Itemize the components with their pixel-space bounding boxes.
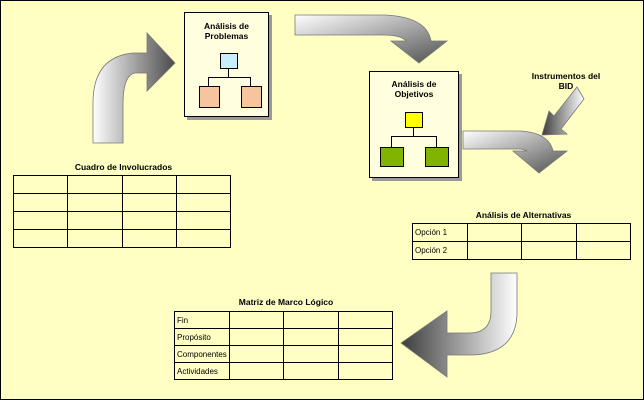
analisis-problemas-box: Análisis de Problemas: [184, 12, 269, 117]
cuadro-involucrados-title: Cuadro de Involucrados: [74, 162, 173, 172]
table-cell: [283, 311, 339, 329]
problem-tree-left-node: [199, 86, 220, 108]
objective-tree-top-node: [405, 112, 423, 128]
table-cell: [575, 223, 632, 242]
table-row: Opción 1: [412, 223, 632, 242]
table-cell: [466, 223, 523, 242]
table-cell: [228, 362, 285, 380]
table-cell: [12, 211, 69, 230]
table-row: [12, 211, 232, 230]
table-cell: [228, 311, 285, 329]
instrumentos-bid-label: Instrumentos del BID: [531, 71, 601, 91]
arrow-problemas-to-objetivos: [294, 14, 449, 64]
table-cell: [175, 175, 232, 194]
objective-tree-left-node: [380, 147, 404, 167]
table-cell: [175, 211, 232, 230]
table-cell: [67, 229, 123, 248]
table-cell: [12, 175, 69, 194]
row-label: Opción 2: [412, 241, 468, 260]
table-cell: [121, 229, 177, 248]
table-row: Propósito: [174, 328, 394, 346]
table-cell: [521, 241, 577, 260]
table-row: [12, 175, 232, 194]
table-row: [12, 229, 232, 248]
matriz-marco-logico-title: Matriz de Marco Lógico: [238, 297, 334, 307]
table-cell: [283, 345, 339, 363]
arrow-instrumentos-to-objetivos: [541, 86, 585, 136]
table-cell: [121, 193, 177, 212]
table-cell: [283, 328, 339, 346]
table-cell: [283, 362, 339, 380]
table-cell: [337, 345, 394, 363]
table-cell: [575, 241, 632, 260]
row-label: Propósito: [174, 328, 230, 346]
analisis-alternativas-title: Análisis de Alternativas: [475, 210, 572, 220]
table-cell: [121, 175, 177, 194]
table-cell: [67, 175, 123, 194]
table-row: Actividades: [174, 362, 394, 380]
cuadro-involucrados-table: [12, 175, 232, 248]
table-cell: [121, 211, 177, 230]
row-label: Componentes: [174, 345, 230, 363]
table-row: [12, 193, 232, 212]
table-cell: [337, 311, 394, 329]
table-row: Fin: [174, 311, 394, 329]
table-cell: [12, 193, 69, 212]
table-cell: [228, 345, 285, 363]
objective-tree-right-node: [425, 147, 449, 167]
arrow-alternativas-to-matriz: [400, 272, 518, 378]
table-cell: [175, 193, 232, 212]
table-cell: [337, 328, 394, 346]
analisis-objetivos-title: Análisis de Objetivos: [391, 79, 437, 99]
table-cell: [175, 229, 232, 248]
analisis-objetivos-box: Análisis de Objetivos: [369, 71, 459, 178]
problem-tree-top-node: [220, 53, 238, 69]
table-row: Componentes: [174, 345, 394, 363]
table-cell: [466, 241, 523, 260]
row-label: Actividades: [174, 362, 230, 380]
table-row: Opción 2: [412, 241, 632, 260]
table-cell: [521, 223, 577, 242]
table-cell: [67, 211, 123, 230]
arrow-objetivos-to-alternativas: [462, 130, 569, 174]
row-label: Fin: [174, 311, 230, 329]
analisis-problemas-title: Análisis de Problemas: [204, 21, 249, 41]
row-label: Opción 1: [412, 223, 468, 242]
table-cell: [67, 193, 123, 212]
problem-tree-right-node: [241, 86, 262, 108]
table-cell: [337, 362, 394, 380]
table-cell: [228, 328, 285, 346]
table-cell: [12, 229, 69, 248]
arrow-involucrados-to-problemas: [92, 31, 176, 144]
